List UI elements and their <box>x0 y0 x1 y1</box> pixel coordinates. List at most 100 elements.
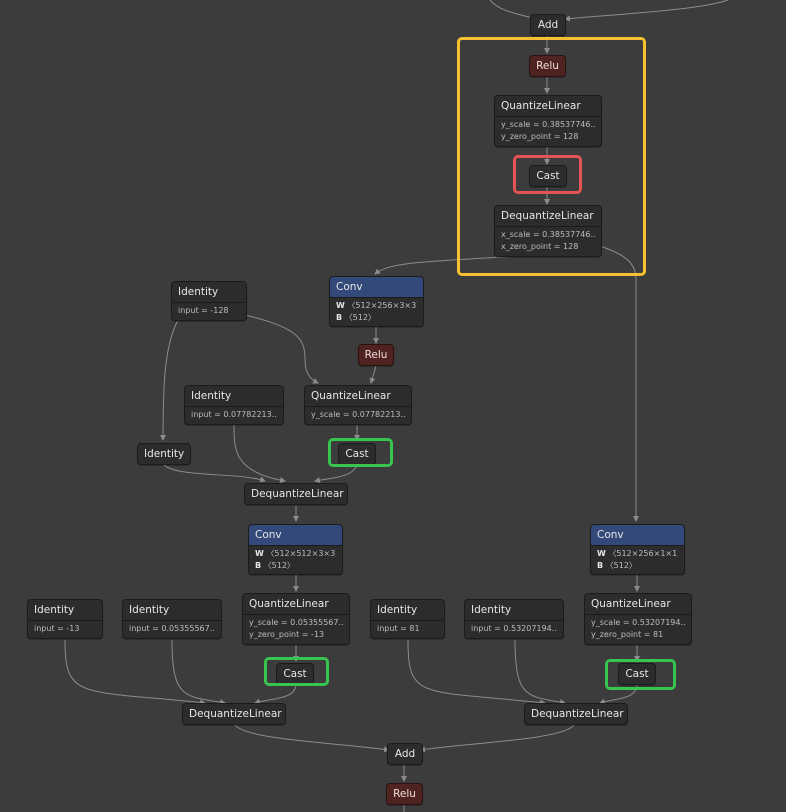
conv-node[interactable]: Conv W 〈512×256×1×1〉 B 〈512〉 <box>590 524 685 575</box>
relu-node[interactable]: Relu <box>386 783 423 805</box>
cast-node[interactable]: Cast <box>529 165 567 187</box>
node-title: DequantizeLinear <box>501 210 594 222</box>
node-title: Relu <box>536 60 559 72</box>
weight-attr: W 〈512×512×3×3〉 <box>255 548 336 560</box>
node-attributes: input = 81 <box>371 620 444 638</box>
node-title: Cast <box>536 170 560 182</box>
node-title: Cast <box>625 668 649 680</box>
cast-node[interactable]: Cast <box>618 663 656 685</box>
edge <box>314 464 358 483</box>
edge <box>254 683 297 705</box>
node-attributes: x_scale = 0.38537746... x_zero_point = 1… <box>495 226 601 256</box>
weight-attr: W 〈512×256×3×3〉 <box>336 300 417 312</box>
y-scale-attr: y_scale = 0.38537746... <box>501 120 595 129</box>
edge <box>599 245 639 522</box>
edge <box>599 683 638 705</box>
node-title: QuantizeLinear <box>591 598 671 610</box>
weight-label: W <box>336 301 345 310</box>
quantize-linear-node[interactable]: QuantizeLinear y_scale = 0.53207194... y… <box>584 593 692 645</box>
edge <box>407 639 546 706</box>
node-title: DequantizeLinear <box>189 708 282 720</box>
weight-label: W <box>597 549 606 558</box>
node-title: QuantizeLinear <box>311 390 391 402</box>
identity-node[interactable]: Identity input = 0.05355567... <box>122 599 222 639</box>
weight-shape: 〈512×512×3×3〉 <box>266 549 336 558</box>
node-attributes: input = 0.53207194... <box>465 620 563 638</box>
edge <box>162 463 266 483</box>
node-title: Identity <box>129 604 170 616</box>
edge <box>160 319 179 441</box>
input-attr: input = 0.05355567... <box>129 624 215 633</box>
bias-attr: B 〈512〉 <box>597 560 678 572</box>
quantize-linear-node[interactable]: QuantizeLinear y_scale = 0.38537746... y… <box>494 95 602 147</box>
node-title: Add <box>394 748 416 760</box>
node-attributes: input = -128 <box>172 302 246 320</box>
bias-label: B <box>255 561 262 570</box>
weight-shape: 〈512×256×1×1〉 <box>608 549 678 558</box>
identity-node[interactable]: Identity input = 0.53207194... <box>464 599 564 639</box>
dequantize-linear-node[interactable]: DequantizeLinear x_scale = 0.38537746...… <box>494 205 602 257</box>
bias-shape: 〈512〉 <box>605 561 637 570</box>
node-title: Identity <box>377 604 418 616</box>
node-attributes: y_scale = 0.07782213... <box>305 406 411 424</box>
y-zero-point-attr: y_zero_point = -13 <box>249 630 325 639</box>
node-title: Relu <box>393 788 416 800</box>
input-attr: input = 0.53207194... <box>471 624 557 633</box>
node-attributes: y_scale = 0.53207194... y_zero_point = 8… <box>585 614 691 644</box>
edge <box>419 723 576 753</box>
node-title: Cast <box>283 668 307 680</box>
x-scale-attr: x_scale = 0.38537746... <box>501 230 595 239</box>
input-attr: input = -128 <box>178 306 229 315</box>
quantize-linear-node[interactable]: QuantizeLinear y_scale = 0.07782213... <box>304 385 412 425</box>
edge <box>171 639 226 706</box>
weight-label: W <box>255 549 264 558</box>
node-title: DequantizeLinear <box>251 488 344 500</box>
identity-node[interactable]: Identity input = -13 <box>27 599 103 639</box>
node-title: QuantizeLinear <box>249 598 329 610</box>
conv-node[interactable]: Conv W 〈512×512×3×3〉 B 〈512〉 <box>248 524 343 575</box>
bias-label: B <box>336 313 343 322</box>
cast-node[interactable]: Cast <box>276 663 314 685</box>
bias-shape: 〈512〉 <box>263 561 295 570</box>
edge <box>244 314 319 384</box>
node-title: Identity <box>471 604 512 616</box>
node-title: Identity <box>144 448 185 460</box>
input-attr: input = 0.07782213... <box>191 410 277 419</box>
conv-node[interactable]: Conv W 〈512×256×3×3〉 B 〈512〉 <box>329 276 424 327</box>
identity-node[interactable]: Identity <box>137 443 191 465</box>
input-attr: input = -13 <box>34 624 80 633</box>
edge <box>374 255 521 275</box>
dequantize-linear-node[interactable]: DequantizeLinear <box>182 703 286 725</box>
node-attributes: y_scale = 0.38537746... y_zero_point = 1… <box>495 116 601 146</box>
node-title: Identity <box>34 604 75 616</box>
node-title: Conv <box>249 525 342 545</box>
input-attr: input = 81 <box>377 624 420 633</box>
weight-shape: 〈512×256×3×3〉 <box>347 301 417 310</box>
identity-node[interactable]: Identity input = 0.07782213... <box>184 385 284 425</box>
node-attributes: input = -13 <box>28 620 102 638</box>
node-attributes: y_scale = 0.05355567... y_zero_point = -… <box>243 614 349 644</box>
quantize-linear-node[interactable]: QuantizeLinear y_scale = 0.05355567... y… <box>242 593 350 645</box>
relu-node[interactable]: Relu <box>529 55 566 77</box>
node-title: Conv <box>330 277 423 297</box>
edge <box>514 639 566 706</box>
node-title: Relu <box>364 349 388 361</box>
dequantize-linear-node[interactable]: DequantizeLinear <box>524 703 628 725</box>
dequantize-linear-node[interactable]: DequantizeLinear <box>244 483 348 505</box>
bias-label: B <box>597 561 604 570</box>
node-title: Identity <box>178 286 219 298</box>
edge <box>233 424 286 484</box>
x-zero-point-attr: x_zero_point = 128 <box>501 242 579 251</box>
identity-node[interactable]: Identity input = -128 <box>171 281 247 321</box>
bias-attr: B 〈512〉 <box>255 560 336 572</box>
y-scale-attr: y_scale = 0.07782213... <box>311 410 405 419</box>
edge <box>64 639 206 706</box>
cast-node[interactable]: Cast <box>338 443 376 465</box>
add-node[interactable]: Add <box>530 14 566 36</box>
relu-node[interactable]: Relu <box>358 344 394 366</box>
node-title: Add <box>537 19 559 31</box>
add-node[interactable]: Add <box>387 743 423 765</box>
identity-node[interactable]: Identity input = 81 <box>370 599 445 639</box>
node-attributes: W 〈512×512×3×3〉 B 〈512〉 <box>249 545 342 574</box>
